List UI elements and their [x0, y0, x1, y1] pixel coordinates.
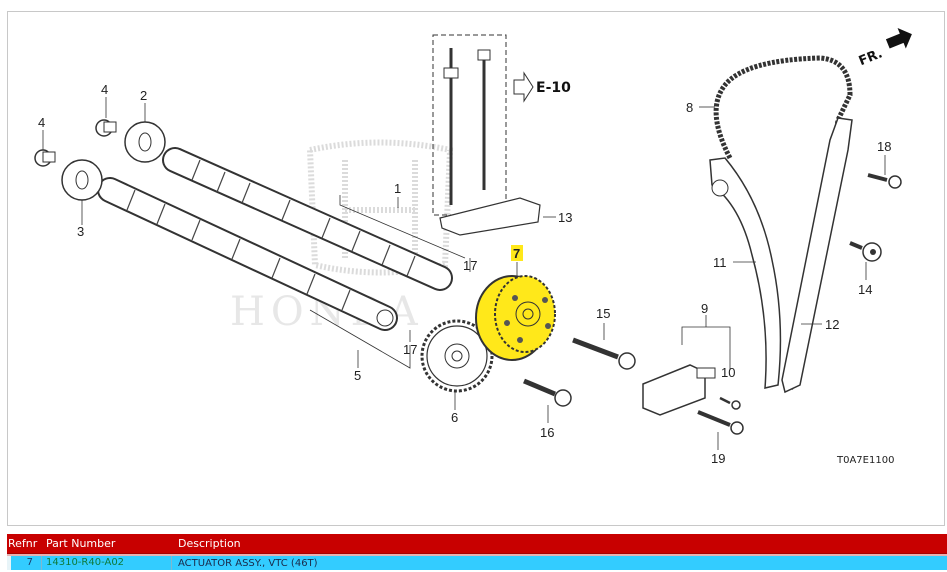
callout-18[interactable]: 18 — [877, 139, 891, 154]
callout-17[interactable]: 17 — [463, 258, 477, 273]
cross-ref-box — [432, 34, 507, 216]
plate-2[interactable] — [124, 121, 166, 163]
callout-10[interactable]: 10 — [721, 365, 735, 380]
callouts: 1 2 3 4 4 5 6 7 8 9 10 11 12 13 14 15 16… — [38, 82, 891, 466]
svg-text:FR.: FR. — [857, 46, 885, 69]
auto-tensioner-9[interactable] — [642, 364, 716, 416]
plate-13[interactable] — [439, 197, 541, 236]
callout-1[interactable]: 1 — [394, 181, 401, 196]
callout-8[interactable]: 8 — [686, 100, 693, 115]
diagram-frame — [7, 11, 945, 526]
column-header-description[interactable]: Description — [178, 537, 241, 550]
pivot-bolt-14[interactable] — [849, 241, 882, 262]
diagram-ref-code: T0A7E1100 — [836, 455, 894, 466]
callout-7-highlight — [511, 245, 523, 261]
callout-19[interactable]: 19 — [711, 451, 725, 466]
leader-lines — [42, 97, 886, 450]
svg-text:E-10: E-10 — [536, 80, 571, 96]
callout-2[interactable]: 2 — [140, 88, 147, 103]
bolt-19[interactable] — [697, 410, 744, 435]
row-refnr: 7 — [7, 556, 42, 570]
callout-14[interactable]: 14 — [858, 282, 872, 297]
bolt-18[interactable] — [867, 173, 902, 189]
vtc-actuator-7[interactable] — [475, 275, 556, 361]
callout-4[interactable]: 4 — [38, 115, 45, 130]
front-direction-indicator: FR. — [857, 28, 912, 69]
plate-3[interactable] — [61, 159, 103, 201]
callout-3[interactable]: 3 — [77, 224, 84, 239]
callout-4[interactable]: 4 — [101, 82, 108, 97]
parts-table-header: Refnr Part Number Description — [7, 534, 947, 554]
callout-5[interactable]: 5 — [354, 368, 361, 383]
callout-15[interactable]: 15 — [596, 306, 610, 321]
bolt-16[interactable] — [523, 378, 572, 407]
callout-9[interactable]: 9 — [701, 301, 708, 316]
callout-11[interactable]: 11 — [713, 255, 727, 270]
camshaft-sprocket-6[interactable] — [420, 319, 494, 393]
parts-diagram: HONDA E-10 — [34, 28, 912, 466]
cross-ref-arrow[interactable]: E-10 — [513, 71, 571, 103]
column-header-part-number[interactable]: Part Number — [46, 537, 116, 550]
bolt-4-upper[interactable] — [95, 119, 117, 137]
camshaft-exhaust[interactable] — [97, 177, 398, 331]
callout-16[interactable]: 16 — [540, 425, 554, 440]
callout-12[interactable]: 12 — [825, 317, 839, 332]
row-description: ACTUATOR ASSY., VTC (46T) — [178, 557, 318, 569]
bolt-4-lower[interactable] — [34, 149, 56, 167]
timing-chain-8[interactable] — [713, 55, 853, 392]
parts-table: Refnr Part Number Description 7 14310-R4… — [7, 534, 947, 570]
front-arrow-icon — [885, 28, 912, 49]
bolt-10[interactable] — [719, 396, 741, 410]
callout-6[interactable]: 6 — [451, 410, 458, 425]
column-header-refnr[interactable]: Refnr — [8, 537, 38, 550]
callout-13[interactable]: 13 — [558, 210, 572, 225]
chain-guide-12[interactable] — [781, 117, 853, 394]
row-part-number[interactable]: 14310-R40-A02 — [42, 556, 172, 570]
bolt-15[interactable] — [572, 337, 636, 370]
callout-7[interactable]: 7 — [513, 246, 520, 261]
callout-17[interactable]: 17 — [403, 342, 417, 357]
table-row[interactable]: 7 14310-R40-A02 ACTUATOR ASSY., VTC (46T… — [7, 554, 947, 570]
camshaft-intake[interactable] — [162, 147, 453, 291]
